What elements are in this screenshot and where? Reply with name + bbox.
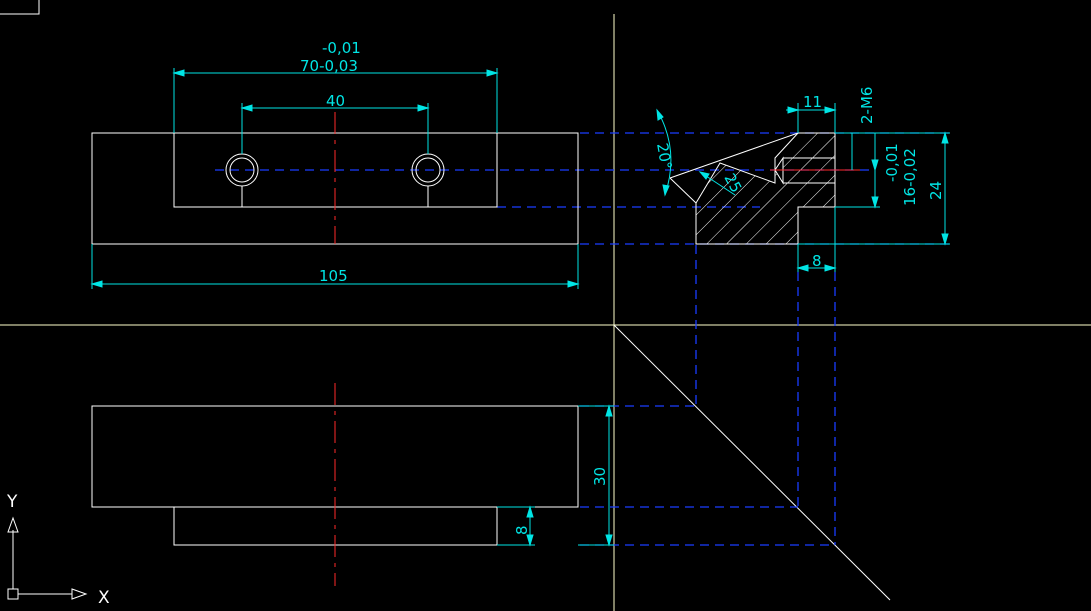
crosshair-cursor (0, 14, 1091, 611)
miter-line (613, 324, 891, 601)
pickbox-marker (0, 0, 40, 15)
dim-8-step-bottom: 8 (513, 525, 531, 535)
thread-label-2-m6: 2-M6 (858, 87, 876, 124)
side-section-view (669, 132, 836, 245)
ucs-x-axis-label: X (98, 588, 110, 608)
dimension-lines (90, 68, 950, 547)
dim-8-step-top: 8 (812, 252, 822, 270)
dim-16-height: 16-0,02 (901, 148, 919, 206)
dim-40-spacing: 40 (326, 92, 345, 110)
dim-105-length: 105 (319, 267, 348, 285)
dim-24-height: 24 (927, 181, 945, 200)
projection-lines (215, 132, 950, 546)
dim-20-degree-angle: 20° (653, 142, 675, 171)
dim-11-width: 11 (803, 93, 822, 111)
ucs-icon (7, 516, 88, 600)
ucs-y-axis-label: Y (6, 492, 18, 512)
dimension-texts: -0,01 70-0,03 40 105 11 2-M6 -0,01 16-0,… (300, 39, 945, 535)
dim-70-width: 70-0,03 (300, 57, 358, 75)
dim-70-tolerance-upper: -0,01 (322, 39, 361, 57)
dim-16-tolerance-upper: -0,01 (883, 143, 901, 182)
dim-30-height: 30 (591, 467, 609, 486)
section-hatch-area (695, 132, 836, 245)
